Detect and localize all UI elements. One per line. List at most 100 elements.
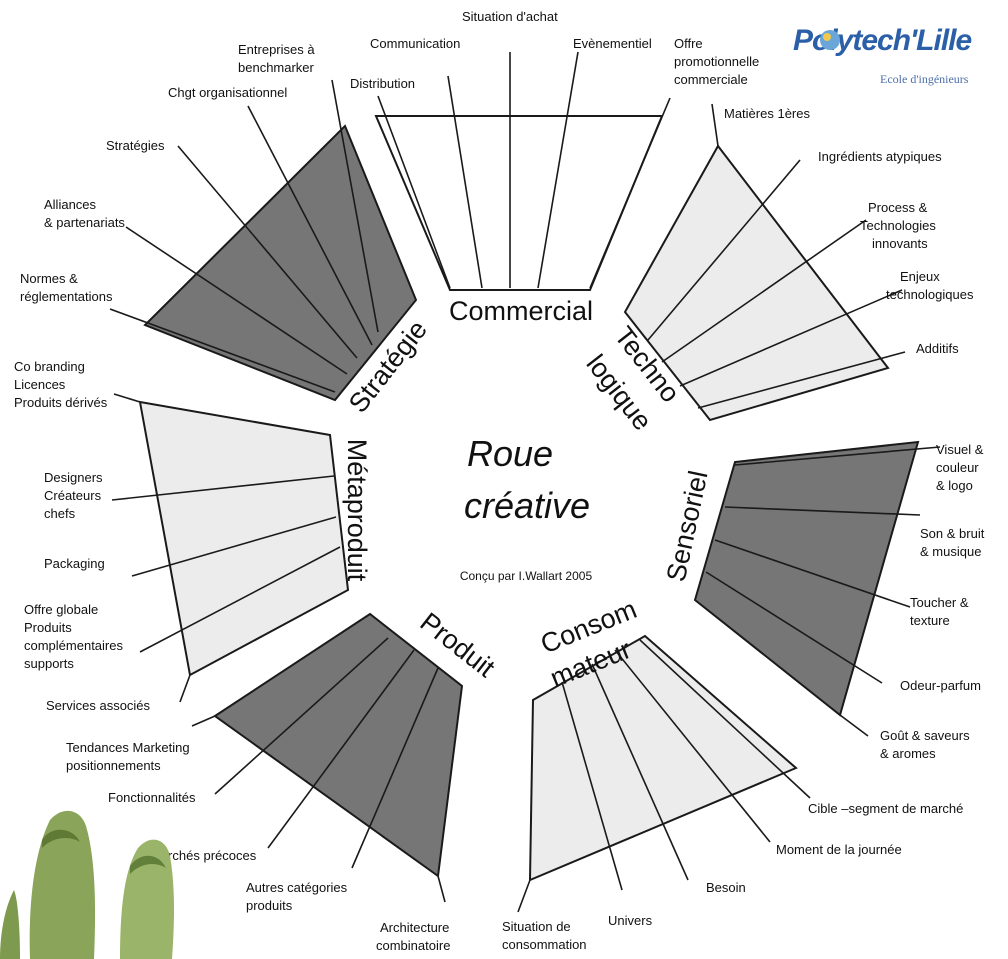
label-toucher-1: Toucher &	[910, 595, 969, 610]
label-distribution: Distribution	[350, 76, 415, 91]
sector-strategie-band	[143, 124, 418, 402]
sector-technologique-band	[623, 144, 890, 422]
leader-line-entreprises	[331, 79, 379, 333]
wheel-title-line2: créative	[464, 485, 590, 526]
label-promotionnelle: promotionnelle	[674, 54, 759, 69]
leader-line-strategies	[177, 145, 358, 359]
leader-line-ingredients	[647, 159, 801, 341]
leader-line-designers	[111, 475, 335, 501]
label-strategies: Stratégies	[106, 138, 165, 153]
label-visuel-3: & logo	[936, 478, 973, 493]
leader-line-toucher	[714, 539, 911, 608]
label-besoin: Besoin	[706, 880, 746, 895]
label-son-2: & musique	[920, 544, 981, 559]
leader-line-process	[661, 219, 867, 363]
label-entreprises-2: benchmarker	[238, 60, 315, 75]
label-cible: Cible –segment de marché	[808, 801, 963, 816]
leader-line-autres	[351, 667, 439, 869]
label-odeur: Odeur-parfum	[900, 678, 981, 693]
leader-line-services	[179, 674, 191, 703]
label-supports: supports	[24, 656, 74, 671]
leader-line-alliances	[125, 226, 348, 375]
wheel-title-line1: Roue	[467, 433, 553, 474]
leader-line-offre-globale	[139, 546, 341, 653]
label-normes-2: réglementations	[20, 289, 113, 304]
label-visuel-1: Visuel &	[936, 442, 984, 457]
label-ingredients: Ingrédients atypiques	[818, 149, 942, 164]
leader-line-fonctionnalites	[214, 637, 389, 795]
label-packaging: Packaging	[44, 556, 105, 571]
leader-line-additifs	[697, 351, 906, 409]
sector-name-commercial: Commercial	[449, 296, 593, 326]
wheel-credit: Conçu par I.Wallart 2005	[460, 569, 593, 583]
label-process-1: Process &	[868, 200, 928, 215]
label-matieres: Matières 1ères	[724, 106, 810, 121]
leader-line-besoin	[591, 663, 689, 881]
label-process-2: Technologies	[860, 218, 936, 233]
label-additifs: Additifs	[916, 341, 959, 356]
leader-line-situation-conso	[517, 879, 531, 913]
logo-globe-icon	[820, 30, 840, 50]
label-evenementiel: Evènementiel	[573, 36, 652, 51]
label-offre-globale: Offre globale	[24, 602, 98, 617]
label-communication: Communication	[370, 36, 460, 51]
leader-line-visuel	[734, 446, 941, 466]
leader-line-tendances	[191, 715, 216, 727]
label-entreprises-1: Entreprises à	[238, 42, 315, 57]
leader-line-normes	[109, 308, 336, 393]
label-marches: Marchés précoces	[150, 848, 257, 863]
leader-line-evenementiel	[537, 51, 579, 289]
sector-sensoriel-band	[693, 440, 920, 717]
label-alliances-1: Alliances	[44, 197, 97, 212]
leader-line-offre-promo	[589, 97, 671, 289]
label-architecture-2: combinatoire	[376, 938, 450, 953]
leader-line-cobranding	[113, 393, 141, 403]
leader-line-architecture	[437, 875, 446, 903]
label-enjeux-1: Enjeux	[900, 269, 940, 284]
label-designers: Designers	[44, 470, 103, 485]
asparagus-decoration	[0, 810, 174, 959]
leader-line-distribution	[377, 95, 451, 289]
leader-line-marches	[267, 649, 415, 849]
label-visuel-2: couleur	[936, 460, 979, 475]
label-gout-1: Goût & saveurs	[880, 728, 970, 743]
leader-line-moment	[614, 649, 771, 843]
sector-name-metaproduit: Métaproduit	[342, 439, 372, 582]
label-autres-1: Autres catégories	[246, 880, 348, 895]
label-moment: Moment de la journée	[776, 842, 902, 857]
label-chefs: chefs	[44, 506, 76, 521]
leader-line-univers	[561, 681, 623, 891]
label-process-3: innovants	[872, 236, 928, 251]
label-toucher-2: texture	[910, 613, 950, 628]
leader-line-enjeux	[679, 289, 903, 387]
label-son-1: Son & bruit	[920, 526, 985, 541]
label-normes-1: Normes &	[20, 271, 78, 286]
label-univers: Univers	[608, 913, 653, 928]
label-licences: Licences	[14, 377, 66, 392]
leader-line-chgt	[247, 105, 373, 346]
label-architecture-1: Architecture	[380, 920, 449, 935]
leader-line-son	[724, 506, 921, 516]
label-situation-conso-2: consommation	[502, 937, 587, 952]
leader-line-packaging	[131, 516, 337, 577]
label-alliances-2: & partenariats	[44, 215, 125, 230]
label-gout-2: & aromes	[880, 746, 936, 761]
label-createurs: Créateurs	[44, 488, 102, 503]
label-cobranding: Co branding	[14, 359, 85, 374]
label-services: Services associés	[46, 698, 151, 713]
leader-line-communication	[447, 75, 483, 289]
leader-line-odeur	[705, 571, 883, 684]
leader-line-cible	[639, 639, 811, 799]
label-situation-conso-1: Situation de	[502, 919, 571, 934]
label-situation-achat: Situation d'achat	[462, 9, 558, 24]
leader-line-matieres	[711, 103, 719, 147]
sector-metaproduit-band	[138, 400, 350, 677]
label-produits: Produits	[24, 620, 72, 635]
label-autres-2: produits	[246, 898, 293, 913]
label-chgt: Chgt organisationnel	[168, 85, 287, 100]
label-produits-derives: Produits dérivés	[14, 395, 108, 410]
label-complementaires: complémentaires	[24, 638, 123, 653]
leader-line-gout	[839, 714, 869, 737]
label-commerciale: commerciale	[674, 72, 748, 87]
